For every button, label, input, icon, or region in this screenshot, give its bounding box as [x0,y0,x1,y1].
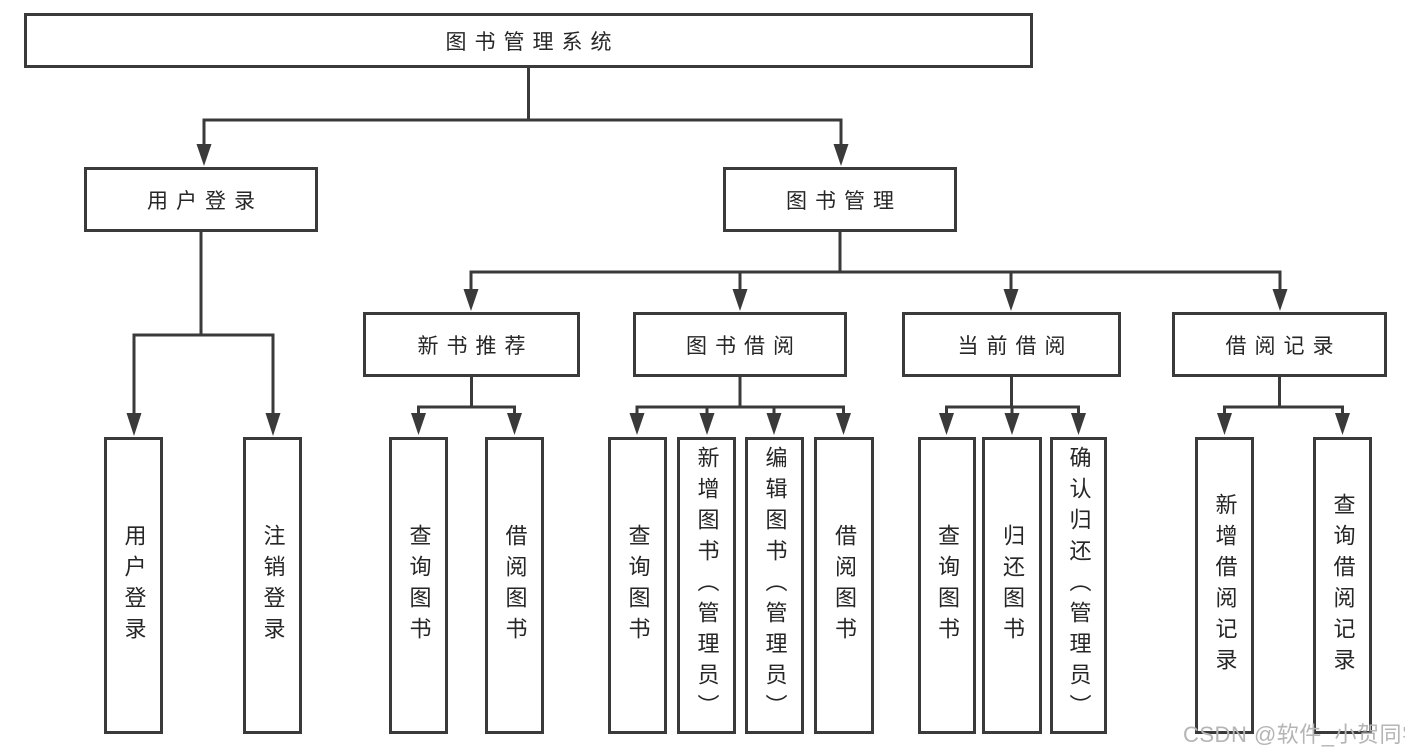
node-borrowing-records: 借阅记录 [1172,312,1387,377]
node-label: 注销登录 [260,523,286,648]
node-label: 用户登录 [147,189,263,213]
node-query-books: 查询图书 [389,437,448,734]
node-label: 查询图书 [625,523,651,648]
node-label: 查询图书 [406,523,432,648]
node-label: 归还图书 [1000,523,1025,648]
node-borrow-books: 借阅图书 [814,437,874,734]
node-new-book-recommendation: 新书推荐 [363,312,580,377]
node-add-borrow-record: 新增借阅记录 [1195,437,1254,734]
node-label: 借阅图书 [832,523,857,648]
node-label: 当前借阅 [957,334,1074,358]
node-library-management-system: 图书管理系统 [24,13,1033,68]
node-borrow-books: 借阅图书 [485,437,544,734]
node-book-management: 图书管理 [723,167,957,232]
node-label: 借阅图书 [502,523,528,648]
node-label: 图书管理 [786,189,902,213]
node-edit-books-admin: 编辑图书（管理员） [745,437,804,734]
node-return-books: 归还图书 [982,437,1042,734]
node-label: 新书推荐 [417,334,534,358]
node-user-login-leaf: 用户登录 [104,437,163,734]
node-current-borrowing: 当前借阅 [902,312,1121,377]
node-query-books: 查询图书 [608,437,667,734]
node-query-borrow-record: 查询借阅记录 [1313,437,1372,734]
node-label: 图书管理系统 [445,30,620,54]
node-label: 确认归还（管理员） [1066,446,1092,725]
node-label: 新增图书（管理员） [694,446,720,725]
node-label: 查询图书 [935,523,960,648]
node-book-borrowing: 图书借阅 [633,312,847,377]
node-confirm-return-admin: 确认归还（管理员） [1050,437,1107,734]
node-label: 借阅记录 [1225,334,1342,358]
node-logout: 注销登录 [243,437,302,734]
csdn-watermark: CSDN @软件_小贺同学 [1183,722,1405,747]
node-label: 查询借阅记录 [1330,492,1356,679]
node-add-books-admin: 新增图书（管理员） [677,437,736,734]
node-label: 编辑图书（管理员） [762,446,788,725]
node-user-login: 用户登录 [84,167,318,232]
node-label: 用户登录 [121,523,147,648]
node-label: 图书借阅 [686,334,802,358]
node-query-books: 查询图书 [918,437,976,734]
node-label: 新增借阅记录 [1212,492,1238,679]
